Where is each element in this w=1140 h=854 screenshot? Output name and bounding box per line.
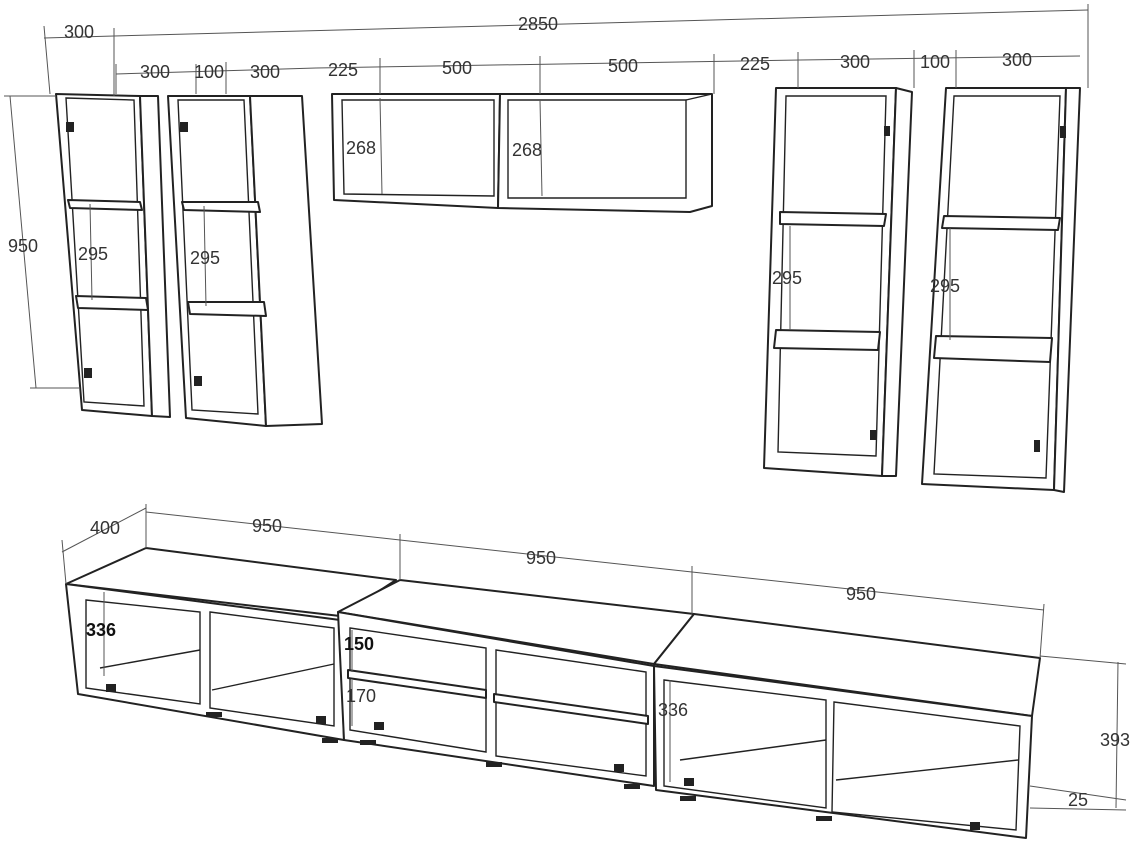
label-box2-height: 268 xyxy=(512,140,542,160)
label-lower-depth: 400 xyxy=(90,518,120,538)
label-plinth: 25 xyxy=(1068,790,1088,810)
label-upper-right-gap: 100 xyxy=(920,52,950,72)
dimension-labels: 2850 300 300 100 300 225 500 500 225 300… xyxy=(8,14,1130,810)
upper-right-cabinet-3 xyxy=(763,87,913,477)
label-box1-width: 500 xyxy=(442,58,472,78)
label-upper-height: 950 xyxy=(8,236,38,256)
label-upper-left-gap: 100 xyxy=(194,62,224,82)
label-shelf4: 295 xyxy=(930,276,960,296)
lower-unit-1 xyxy=(65,547,397,743)
upper-right-cabinet-4 xyxy=(921,87,1081,493)
label-unit2-top: 150 xyxy=(344,634,374,654)
upper-middle-box-1 xyxy=(331,93,501,209)
label-box1-height: 268 xyxy=(346,138,376,158)
label-unit3-inner: 336 xyxy=(658,700,688,720)
label-shelf2: 295 xyxy=(190,248,220,268)
label-cab2-width: 300 xyxy=(250,62,280,82)
lower-unit-3 xyxy=(653,613,1041,839)
label-box2-width: 500 xyxy=(608,56,638,76)
label-lower-height: 393 xyxy=(1100,730,1130,750)
label-cab4-width: 300 xyxy=(1002,50,1032,70)
label-total-width: 2850 xyxy=(518,14,558,34)
lower-unit-2 xyxy=(337,579,695,789)
label-shelf3: 295 xyxy=(772,268,802,288)
label-cab1-width: 300 xyxy=(140,62,170,82)
label-cab3-width: 300 xyxy=(840,52,870,72)
upper-left-cabinet-1 xyxy=(55,93,171,418)
label-shelf1: 295 xyxy=(78,244,108,264)
label-side-gap-left: 225 xyxy=(328,60,358,80)
upper-left-cabinet-2 xyxy=(167,95,323,427)
label-side-gap-right: 225 xyxy=(740,54,770,74)
label-unit2-bottom: 170 xyxy=(346,686,376,706)
upper-middle-box-2 xyxy=(497,93,713,213)
label-unit2-width: 950 xyxy=(526,548,556,568)
label-unit1-inner: 336 xyxy=(86,620,116,640)
label-unit1-width: 950 xyxy=(252,516,282,536)
label-left-offset: 300 xyxy=(64,22,94,42)
dimension-lines xyxy=(4,4,1127,811)
label-unit3-width: 950 xyxy=(846,584,876,604)
